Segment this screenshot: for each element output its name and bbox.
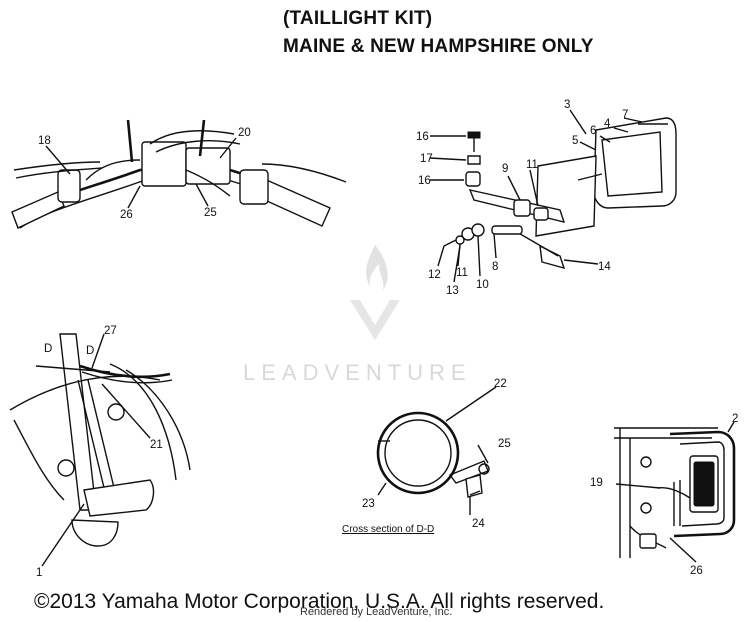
taillight-assembly-drawing: 3 7 4 6 5 16 17 16 9 11 14 12 11 13 8 10 xyxy=(416,99,677,297)
callout-23: 23 xyxy=(362,498,375,510)
callout-8: 8 xyxy=(492,261,498,273)
callout-1: 1 xyxy=(36,567,42,579)
callout-9: 9 xyxy=(502,163,508,175)
section-caption: Cross section of D-D xyxy=(342,524,435,535)
callout-6: 6 xyxy=(590,125,596,137)
callout-21: 21 xyxy=(150,439,163,451)
callout-13: 13 xyxy=(446,285,459,297)
callout-17: 17 xyxy=(420,153,433,165)
callout-16-bottom: 16 xyxy=(418,175,431,187)
handlebar-assembly-drawing: 18 20 26 25 xyxy=(11,119,347,229)
callout-20: 20 xyxy=(238,127,251,139)
diagram-title: (TAILLIGHT KIT) xyxy=(283,8,433,29)
callout-16-top: 16 xyxy=(416,131,429,143)
section-mark-d-left: D xyxy=(44,343,52,355)
callout-26: 26 xyxy=(120,209,133,221)
rear-frame-drawing: 2 19 26 xyxy=(590,413,738,577)
callout-4: 4 xyxy=(604,118,611,130)
callout-19: 19 xyxy=(590,477,603,489)
watermark-text: LEADVENTURE xyxy=(243,360,472,385)
callout-12: 12 xyxy=(428,269,441,281)
callout-22: 22 xyxy=(494,378,507,390)
copyright-notice: ©2013 Yamaha Motor Corporation, U.S.A. A… xyxy=(34,590,605,613)
callout-3: 3 xyxy=(564,99,570,111)
callout-18: 18 xyxy=(38,135,51,147)
callout-11-upper: 11 xyxy=(526,159,538,171)
frame-wiring-drawing: D D 27 21 1 xyxy=(9,325,191,579)
callout-14: 14 xyxy=(598,261,611,273)
rendered-by-credit: Rendered by LeadVenture, Inc. xyxy=(300,606,453,618)
callout-25: 25 xyxy=(204,207,217,219)
clamp-cross-section-drawing: 22 25 23 24 xyxy=(362,378,511,530)
callout-25-clamp: 25 xyxy=(498,438,511,450)
callout-7: 7 xyxy=(622,109,628,121)
section-mark-d-right: D xyxy=(86,345,94,357)
diagram-subtitle: MAINE & NEW HAMPSHIRE ONLY xyxy=(283,36,594,57)
callout-2: 2 xyxy=(732,413,738,425)
callout-26-rear: 26 xyxy=(690,565,703,577)
callout-10: 10 xyxy=(476,279,489,291)
callout-11-lower: 11 xyxy=(456,267,468,279)
callout-27: 27 xyxy=(104,325,117,337)
callout-24: 24 xyxy=(472,518,485,530)
leadventure-logo-icon xyxy=(350,245,400,340)
callout-5: 5 xyxy=(572,135,578,147)
